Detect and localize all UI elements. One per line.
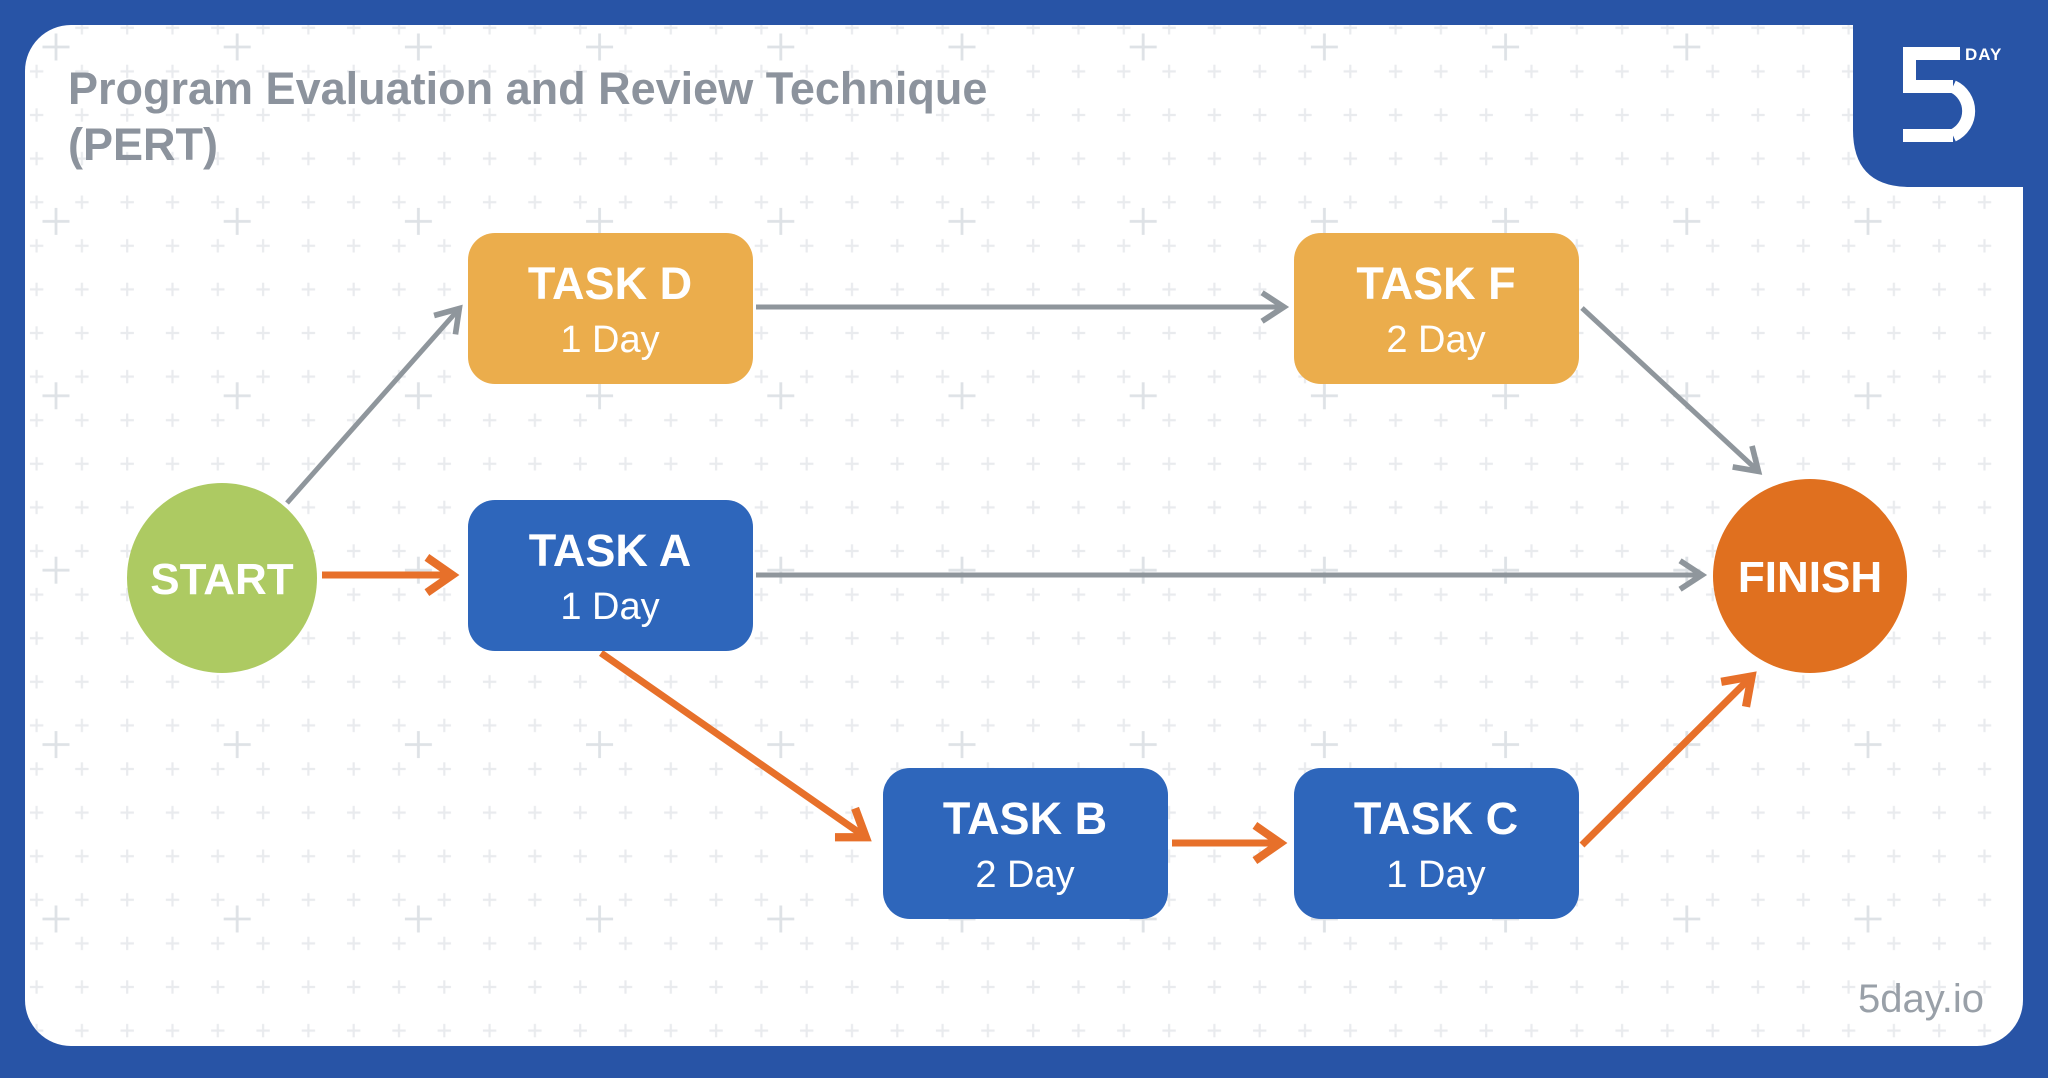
start-label: START bbox=[150, 555, 294, 604]
node-task-b: TASK B 2 Day bbox=[883, 768, 1168, 919]
edge-task-f-finish bbox=[1580, 306, 1763, 475]
logo-corner-block bbox=[1853, 0, 2048, 187]
task-f-duration: 2 Day bbox=[1386, 319, 1485, 361]
task-f-box bbox=[1294, 233, 1579, 384]
title-line-1: Program Evaluation and Review Technique bbox=[68, 63, 987, 114]
website-label: 5day.io bbox=[1858, 977, 1984, 1021]
brand-logo: DAY bbox=[1853, 0, 2048, 187]
node-task-a: TASK A 1 Day bbox=[468, 500, 753, 651]
title-line-2: (PERT) bbox=[68, 119, 218, 170]
task-b-duration: 2 Day bbox=[975, 854, 1074, 896]
task-c-box bbox=[1294, 768, 1579, 919]
task-b-box bbox=[883, 768, 1168, 919]
node-task-d: TASK D 1 Day bbox=[468, 233, 753, 384]
task-a-box bbox=[468, 500, 753, 651]
edge-task-c-finish bbox=[1579, 671, 1757, 848]
finish-circle bbox=[1713, 479, 1907, 673]
task-b-label: TASK B bbox=[943, 793, 1107, 844]
node-start: START bbox=[127, 483, 317, 673]
node-task-c: TASK C 1 Day bbox=[1294, 768, 1579, 919]
logo-day-text: DAY bbox=[1965, 45, 2002, 64]
finish-label: FINISH bbox=[1738, 553, 1882, 602]
node-finish: FINISH bbox=[1713, 479, 1907, 673]
task-a-duration: 1 Day bbox=[560, 586, 659, 628]
task-d-duration: 1 Day bbox=[560, 319, 659, 361]
edge-task-a-task-b bbox=[599, 650, 872, 842]
start-circle bbox=[127, 483, 317, 673]
task-d-box bbox=[468, 233, 753, 384]
page-title: Program Evaluation and Review Technique … bbox=[68, 63, 987, 170]
logo-5-icon: DAY bbox=[1903, 45, 2002, 142]
task-c-duration: 1 Day bbox=[1386, 854, 1485, 896]
task-a-label: TASK A bbox=[529, 525, 692, 576]
node-task-f: TASK F 2 Day bbox=[1294, 233, 1579, 384]
task-d-label: TASK D bbox=[528, 258, 692, 309]
task-c-label: TASK C bbox=[1354, 793, 1518, 844]
edges bbox=[285, 290, 1763, 864]
task-f-label: TASK F bbox=[1356, 258, 1515, 309]
edge-start-task-d bbox=[285, 304, 463, 505]
